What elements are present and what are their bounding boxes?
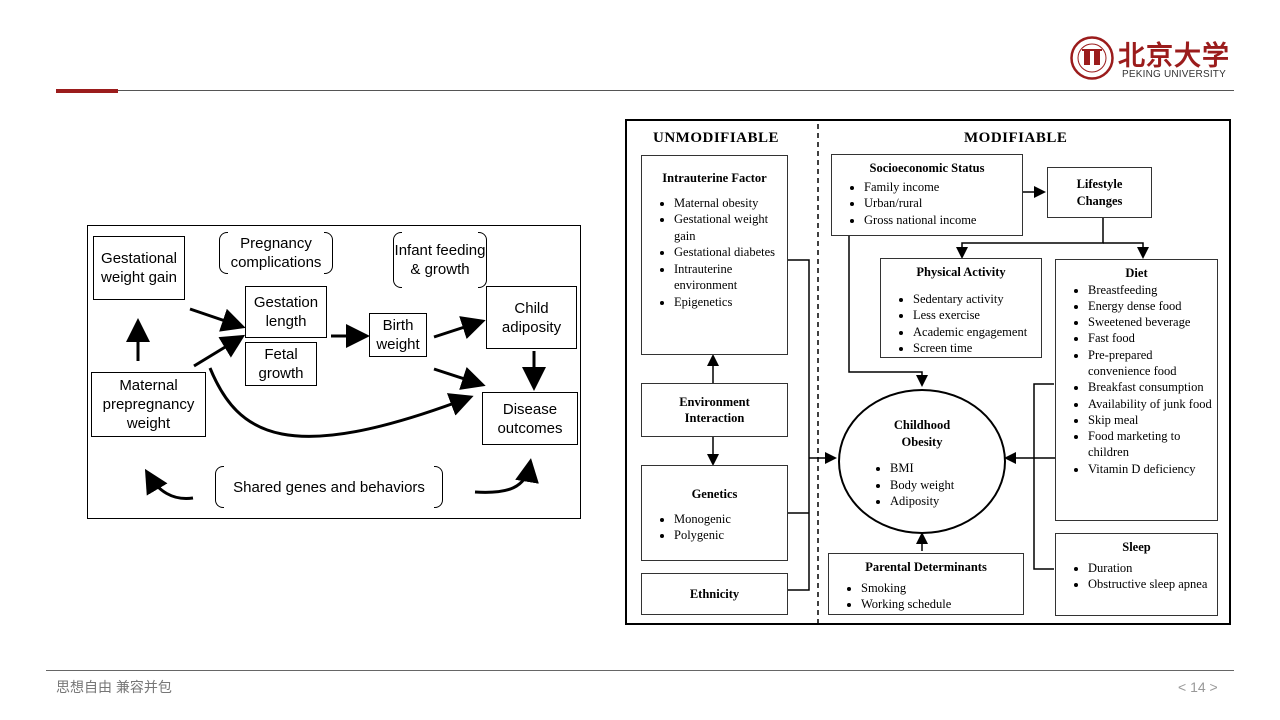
childhood-obesity-ellipse: Childhood Obesity BMI Body weight Adipos… xyxy=(838,389,1006,534)
list-item: Availability of junk food xyxy=(1088,396,1217,412)
list-item: Duration xyxy=(1088,560,1217,577)
genetics-box: Genetics Monogenic Polygenic xyxy=(641,465,788,561)
diet-title: Diet xyxy=(1125,266,1148,280)
logo-english-name: PEKING UNIVERSITY xyxy=(1122,69,1226,80)
list-item: Sedentary activity xyxy=(913,291,1041,308)
page-number: < 14 > xyxy=(1178,679,1218,695)
physical-activity-box: Physical Activity Sedentary activity Les… xyxy=(880,258,1042,358)
right-diagram-connectors xyxy=(707,124,1149,623)
child-adiposity-box: Child adiposity xyxy=(486,286,577,349)
ethnicity-title: Ethnicity xyxy=(689,586,740,601)
genetics-title: Genetics xyxy=(691,487,738,501)
lifestyle-changes-title: Lifestyle Changes xyxy=(1076,177,1123,208)
list-item: Screen time xyxy=(913,340,1041,357)
physical-activity-title: Physical Activity xyxy=(916,265,1006,279)
parental-determinants-title: Parental Determinants xyxy=(865,560,987,574)
list-item: Less exercise xyxy=(913,307,1041,324)
list-item: Vitamin D deficiency xyxy=(1088,461,1217,477)
socioeconomic-status-title: Socioeconomic Status xyxy=(869,161,985,175)
unmodifiable-heading: UNMODIFIABLE xyxy=(653,130,780,146)
list-item: Smoking xyxy=(861,580,1023,597)
intrauterine-factor-title: Intrauterine Factor xyxy=(662,171,767,185)
list-item: Monogenic xyxy=(674,511,787,528)
list-item: Working schedule xyxy=(861,596,1023,613)
list-item: Breakfast consumption xyxy=(1088,379,1217,395)
list-item: Intrauterine environment xyxy=(674,261,787,294)
environment-interaction-title: Environment Interaction xyxy=(679,394,750,426)
list-item: Polygenic xyxy=(674,527,787,544)
gestational-weight-gain-box: Gestational weight gain xyxy=(93,236,185,300)
list-item: Sweetened beverage xyxy=(1088,314,1217,330)
birth-weight-box: Birth weight xyxy=(369,313,427,357)
footer-motto: 思想自由 兼容并包 xyxy=(56,679,172,695)
sleep-title: Sleep xyxy=(1122,540,1151,554)
socioeconomic-status-box: Socioeconomic Status Family income Urban… xyxy=(831,154,1023,236)
list-item: Skip meal xyxy=(1088,412,1217,428)
list-item: Food marketing to children xyxy=(1088,428,1217,461)
disease-outcomes-box: Disease outcomes xyxy=(482,392,578,445)
list-item: Gross national income xyxy=(864,212,1022,229)
list-item: Adiposity xyxy=(890,493,1004,510)
infant-feeding-label: Infant feeding & growth xyxy=(393,232,487,288)
lifestyle-changes-box: Lifestyle Changes xyxy=(1047,167,1152,218)
list-item: BMI xyxy=(890,460,1004,477)
left-diagram-arrows xyxy=(126,307,546,501)
list-item: Urban/rural xyxy=(864,195,1022,212)
list-item: Obstructive sleep apnea xyxy=(1088,576,1217,593)
list-item: Fast food xyxy=(1088,330,1217,346)
list-item: Family income xyxy=(864,179,1022,196)
list-item: Body weight xyxy=(890,477,1004,494)
right-diagram: UNMODIFIABLE MODIFIABLE Intrauterine Fac… xyxy=(625,119,1231,625)
maternal-prepregnancy-weight-box: Maternal prepregnancy weight xyxy=(91,372,206,437)
fetal-growth-box: Fetal growth xyxy=(245,342,317,386)
modifiable-heading: MODIFIABLE xyxy=(964,130,1068,146)
list-item: Gestational diabetes xyxy=(674,244,787,261)
left-diagram: Gestational weight gain Pregnancy compli… xyxy=(87,225,581,519)
logo-chinese-name: 北京大学 xyxy=(1118,41,1230,72)
header-divider xyxy=(56,90,1234,91)
list-item: Breastfeeding xyxy=(1088,282,1217,298)
list-item: Pre-prepared convenience food xyxy=(1088,347,1217,380)
list-item: Epigenetics xyxy=(674,294,787,311)
shared-genes-label: Shared genes and behaviors xyxy=(215,466,443,508)
gestation-length-box: Gestation length xyxy=(245,286,327,338)
environment-interaction-box: Environment Interaction xyxy=(641,383,788,437)
parental-determinants-box: Parental Determinants Smoking Working sc… xyxy=(828,553,1024,615)
list-item: Maternal obesity xyxy=(674,195,787,212)
ethnicity-box: Ethnicity xyxy=(641,573,788,615)
list-item: Academic engagement xyxy=(913,324,1041,341)
header-accent-bar xyxy=(56,89,118,93)
sleep-box: Sleep Duration Obstructive sleep apnea xyxy=(1055,533,1218,616)
list-item: Energy dense food xyxy=(1088,298,1217,314)
list-item: Gestational weight gain xyxy=(674,211,787,244)
diet-box: Diet Breastfeeding Energy dense food Swe… xyxy=(1055,259,1218,521)
intrauterine-factor-box: Intrauterine Factor Maternal obesity Ges… xyxy=(641,155,788,355)
footer-divider xyxy=(46,670,1234,671)
childhood-obesity-title: Childhood Obesity xyxy=(893,418,951,449)
pregnancy-complications-label: Pregnancy complications xyxy=(219,232,333,274)
peking-university-seal-icon xyxy=(1070,36,1114,80)
